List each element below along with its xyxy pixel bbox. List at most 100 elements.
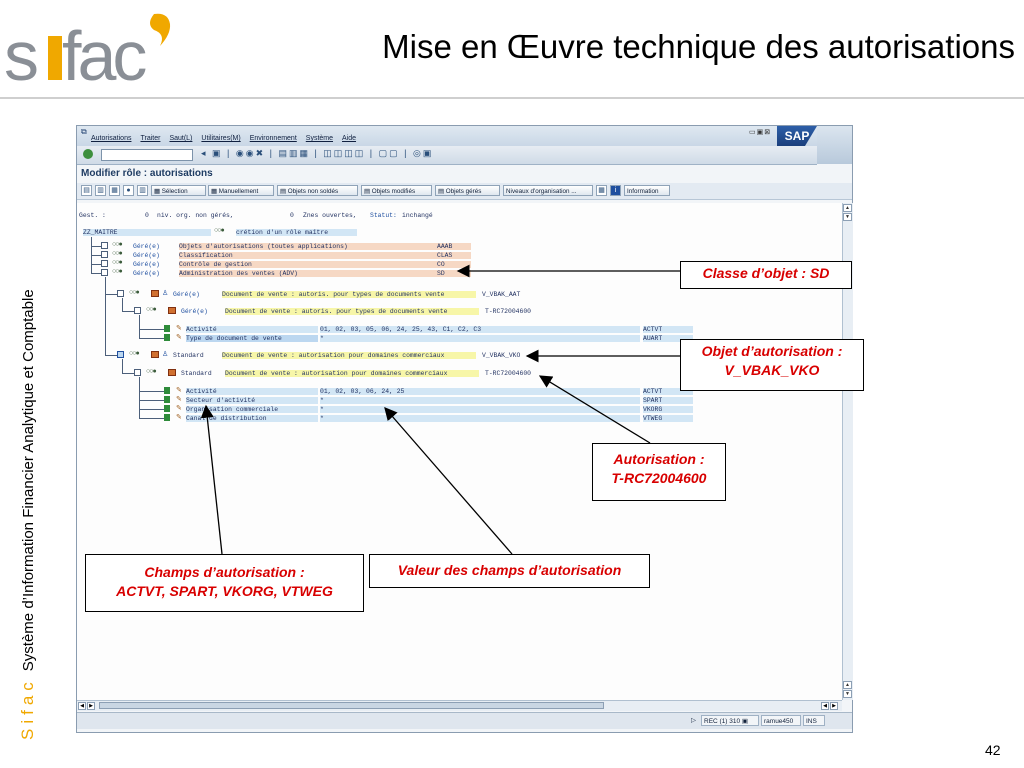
scroll-left-icon[interactable]: ◀ (821, 702, 829, 710)
field-name: Activité (186, 388, 318, 395)
toolbar-icon-4[interactable]: ● (123, 185, 134, 196)
menu-aide[interactable]: Aide (342, 135, 357, 142)
pencil-icon[interactable]: ✎ (176, 396, 182, 403)
scroll-thumb[interactable] (99, 702, 604, 709)
pencil-icon[interactable]: ✎ (176, 405, 182, 412)
toolbar-icon-2[interactable]: ▥ (95, 185, 106, 196)
title-divider (0, 97, 1024, 99)
field-code: ACTVT (643, 388, 693, 395)
sap-window: ⧉ Autorisations Traiter Saut(L) Utilitaires… (76, 125, 853, 733)
pencil-icon[interactable]: ✎ (176, 325, 182, 332)
sap-logo: SAP (777, 126, 817, 146)
field-toggle[interactable] (164, 334, 170, 341)
field-toggle[interactable] (164, 396, 170, 403)
scroll-up-icon[interactable]: ▼ (843, 213, 852, 221)
user-icon: ♙ (162, 290, 169, 297)
field-value[interactable]: * (320, 406, 640, 413)
traffic-light-icon: ○○● (129, 350, 140, 357)
sap-decoration (817, 126, 852, 164)
traffic-light-icon: ○○● (129, 289, 140, 296)
scroll-right-icon[interactable]: ▶ (830, 702, 838, 710)
input-mode: INS (803, 715, 825, 726)
class-status: Géré(e) (133, 243, 160, 250)
sifac-logo: s fac (4, 13, 171, 88)
class-code: AAAB (437, 243, 471, 250)
expand-node-object-v-vbak-aat[interactable] (117, 290, 124, 297)
selection-button[interactable]: ▦ Sélection (151, 185, 206, 196)
field-toggle[interactable] (164, 325, 170, 332)
unmaintained-objects-button[interactable]: ▤ Objets non soldés (277, 185, 358, 196)
menu-saut[interactable]: Saut(L) (169, 135, 193, 142)
class-status: Géré(e) (133, 261, 160, 268)
window-menu-icon[interactable]: ⧉ (81, 127, 87, 136)
enter-icon[interactable] (83, 149, 93, 159)
field-name: Activité (186, 326, 318, 333)
toolbar-icon-1[interactable]: ▤ (81, 185, 92, 196)
traffic-light-icon: ○○● (214, 227, 225, 234)
menu-autorisations[interactable]: Autorisations (91, 135, 132, 142)
expand-node-auth-2[interactable] (134, 369, 141, 376)
profile-icon (168, 369, 176, 376)
pencil-icon[interactable]: ✎ (176, 334, 182, 341)
field-name: Canal de distribution (186, 415, 318, 422)
modified-objects-button[interactable]: ▤ Objets modifiés (361, 185, 432, 196)
field-value[interactable]: 01, 02, 03, 06, 24, 25 (320, 388, 640, 395)
pencil-icon[interactable]: ✎ (176, 414, 182, 421)
org-levels-button[interactable]: Niveaux d'organisation ... (503, 185, 593, 196)
menu-environnement[interactable]: Environnement (249, 135, 297, 142)
scroll-up-icon[interactable]: ▲ (843, 204, 852, 212)
user-icon: ♙ (162, 351, 169, 358)
command-field[interactable] (101, 149, 193, 161)
window-controls[interactable]: ▭▣⊠ (749, 129, 772, 136)
expand-node-object-v-vbak-vko[interactable] (117, 351, 124, 358)
maintained-objects-button[interactable]: ▤ Objets gérés (435, 185, 500, 196)
root-role-name[interactable]: ZZ_MAITRE (83, 229, 211, 236)
field-value[interactable]: * (320, 415, 640, 422)
vertical-scrollbar[interactable]: ▲ ▼ ▲ ▼ (842, 203, 853, 700)
callout-authorization: Autorisation :T-RC72004600 (592, 443, 726, 501)
expand-node-class-co[interactable] (101, 260, 108, 267)
expand-node-auth-1[interactable] (134, 307, 141, 314)
callout-field-values: Valeur des champs d’autorisation (369, 554, 650, 588)
status-toggle-icon[interactable]: ▷ (691, 717, 696, 724)
field-toggle[interactable] (164, 414, 170, 421)
auth-desc: Document de vente : autoris. pour types … (225, 308, 479, 315)
traffic-light-icon: ○○● (112, 259, 123, 266)
object-status: Géré(e) (173, 291, 200, 298)
object-desc: Document de vente : autorisation pour do… (222, 352, 476, 359)
horizontal-scrollbar[interactable]: ◀ ▶ ◀ ▶ (77, 700, 842, 711)
scroll-left-icon[interactable]: ◀ (78, 702, 86, 710)
menu-utilitaires[interactable]: Utilitaires(M) (201, 135, 241, 142)
manual-button[interactable]: ▦ Manuellement (208, 185, 274, 196)
expand-node-class-clas[interactable] (101, 251, 108, 258)
scroll-up-icon[interactable]: ▲ (843, 681, 852, 689)
field-toggle[interactable] (164, 405, 170, 412)
field-code: ACTVT (643, 326, 693, 333)
class-code: CLAS (437, 252, 471, 259)
status-bar: ▷ REC (1) 310 ▣ ramue450 INS (77, 712, 852, 729)
standard-toolbar-icons[interactable]: ◂ ▣ | ◉◉✖ | ▤▥▦ | ◫◫◫◫ | ▢▢ | ◎▣ (201, 148, 434, 158)
expand-node-class-aaab[interactable] (101, 242, 108, 249)
system-info[interactable]: REC (1) 310 ▣ (701, 715, 759, 726)
toolbar-icon-grid[interactable]: ▦ (596, 185, 607, 196)
information-button[interactable]: Information (624, 185, 670, 196)
menu-systeme[interactable]: Système (305, 135, 334, 142)
pencil-icon[interactable]: ✎ (176, 387, 182, 394)
trash-icon[interactable]: ▥ (137, 185, 148, 196)
field-value[interactable]: * (320, 335, 640, 342)
class-desc: Administration des ventes (ADV) (179, 270, 437, 277)
menu-traiter[interactable]: Traiter (140, 135, 161, 142)
field-toggle[interactable] (164, 387, 170, 394)
object-code: V_VBAK_VKO (482, 352, 521, 359)
callout-auth-object: Objet d’autorisation :V_VBAK_VKO (680, 339, 864, 391)
org-count: 0 (145, 212, 149, 219)
scroll-right-icon[interactable]: ▶ (87, 702, 95, 710)
callout-object-class: Classe d’objet : SD (680, 261, 852, 289)
info-icon[interactable]: i (610, 185, 621, 196)
field-value[interactable]: * (320, 397, 640, 404)
toolbar-icon-3[interactable]: ▦ (109, 185, 120, 196)
expand-node-class-sd[interactable] (101, 269, 108, 276)
scroll-down-icon[interactable]: ▼ (843, 690, 852, 698)
side-brand: Sifac (18, 677, 37, 740)
field-value[interactable]: 01, 02, 03, 05, 06, 24, 25, 43, C1, C2, … (320, 326, 640, 333)
